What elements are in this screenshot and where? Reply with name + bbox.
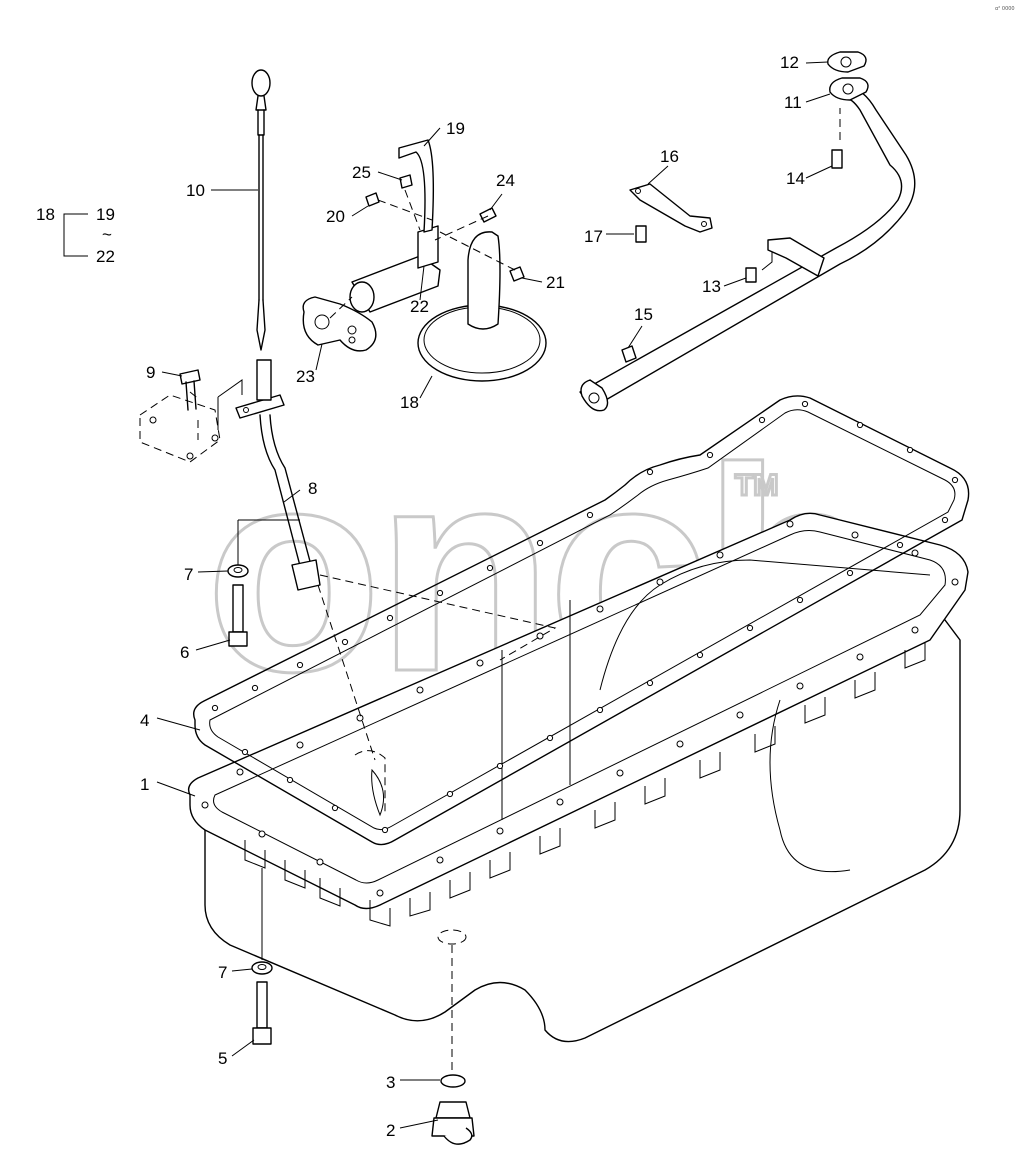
callout-1: 1 (140, 775, 149, 794)
callout-20: 20 (326, 207, 345, 226)
watermark-trademark: TM (735, 469, 778, 502)
mounting-bracket (139, 369, 243, 463)
callout-7-upper: 7 (184, 565, 193, 584)
callout-24: 24 (496, 171, 515, 190)
callout-12: 12 (780, 53, 799, 72)
callout-numbers: 1 2 3 4 5 6 7 7 8 9 10 11 12 13 14 15 16… (36, 53, 805, 1140)
svg-text:α² 0000: α² 0000 (995, 6, 1015, 12)
callout-18-suction: 18 (400, 393, 419, 412)
callout-11: 11 (784, 93, 802, 112)
callout-25: 25 (352, 163, 371, 182)
lower-hardware (227, 519, 475, 1145)
callout-14: 14 (786, 169, 805, 188)
corner-mark: α² 0000 (995, 6, 1015, 12)
guide-line-tube (317, 584, 376, 761)
callout-7-lower: 7 (218, 963, 227, 982)
callout-10: 10 (186, 181, 205, 200)
breather-pipe (579, 51, 916, 412)
callout-19: 19 (446, 119, 465, 138)
callout-21: 21 (546, 273, 565, 292)
callout-5: 5 (218, 1049, 227, 1068)
oil-suction-pipe (302, 139, 547, 382)
oil-pan (187, 512, 969, 1043)
group-tilde: ~ (102, 225, 112, 244)
callout-8: 8 (308, 479, 317, 498)
dipstick-tube (235, 359, 321, 591)
oil-pan-gasket (192, 395, 970, 846)
callout-4: 4 (140, 711, 149, 730)
guide-line-tube-mount (319, 574, 557, 661)
callout-17: 17 (584, 227, 603, 246)
callout-16: 16 (660, 147, 679, 166)
group-parent: 18 (36, 205, 55, 224)
callout-2: 2 (386, 1121, 395, 1140)
guide-line-tube-end (354, 750, 386, 812)
group-to: 22 (96, 247, 115, 266)
callout-9: 9 (146, 363, 155, 382)
callout-6: 6 (180, 643, 189, 662)
callout-22: 22 (410, 297, 429, 316)
callout-23: 23 (296, 367, 315, 386)
callout-leaders (63, 61, 833, 1129)
dipstick-tube-lower-end (371, 768, 385, 817)
dipstick (251, 69, 271, 351)
callout-15: 15 (634, 305, 653, 324)
callout-13: 13 (702, 277, 721, 296)
group-from: 19 (96, 205, 115, 224)
callout-3: 3 (386, 1073, 395, 1092)
